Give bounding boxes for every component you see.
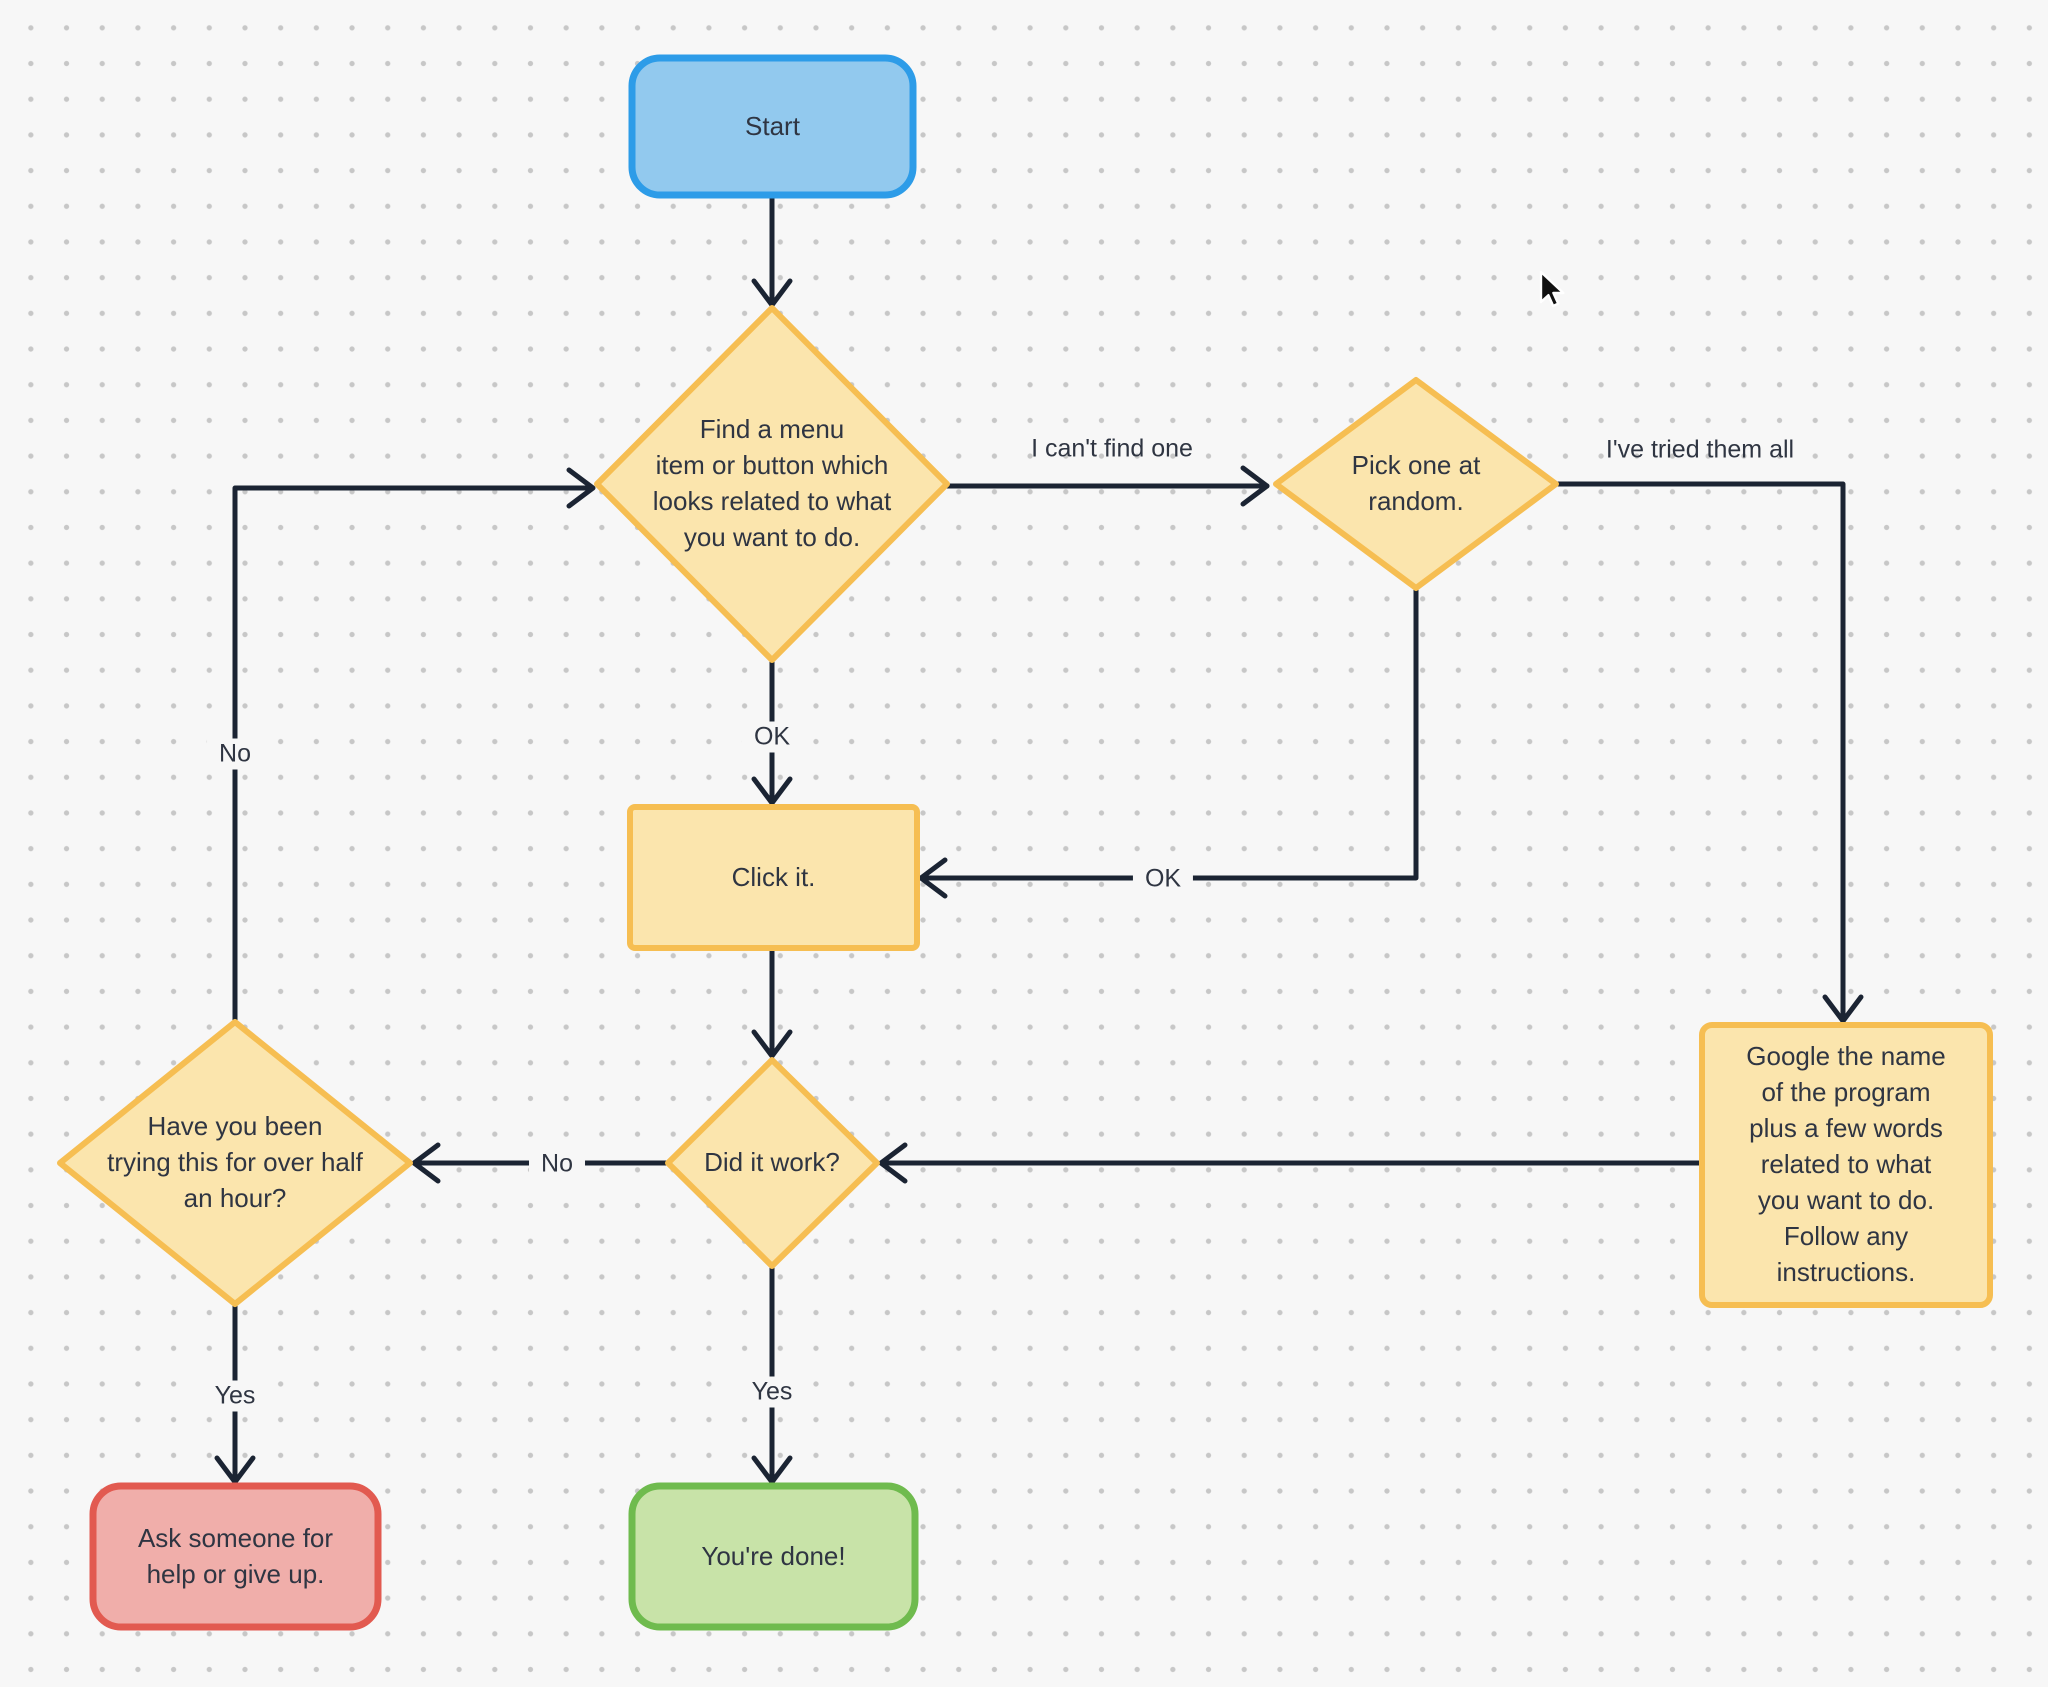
did-it-work-decision-shape[interactable] <box>665 1057 880 1269</box>
half-hour-label: Have you been trying this for over half … <box>107 1111 363 1213</box>
done-node-shape[interactable] <box>628 1482 919 1631</box>
did-it-work-label: Did it work? <box>704 1147 840 1178</box>
connector-start-to-find-menu[interactable] <box>751 194 793 308</box>
edge-label-yes-done[interactable]: Yes <box>739 1376 805 1408</box>
connector-google-to-did-it-work[interactable] <box>878 1142 1705 1184</box>
find-menu-label: Find a menu item or button which looks r… <box>652 414 892 552</box>
done-node[interactable]: You're done! <box>632 1486 915 1627</box>
find-menu-decision[interactable]: Find a menu item or button which looks r… <box>592 334 952 634</box>
connector-pick-random-to-google[interactable] <box>1553 481 1864 1024</box>
half-hour-decision[interactable]: Have you been trying this for over half … <box>65 1063 405 1263</box>
google-it-process[interactable]: Google the name of the program plus a fe… <box>1702 1025 1990 1305</box>
connector-click-it-to-did-it-work[interactable] <box>751 945 793 1059</box>
connector-did-it-work-to-done[interactable] <box>751 1263 793 1485</box>
find-menu-decision-shape[interactable] <box>594 305 950 663</box>
connector-find-menu-to-pick-random[interactable] <box>944 465 1270 507</box>
half-hour-decision-shape[interactable] <box>57 1019 413 1307</box>
edge-label-ok-to-click[interactable]: OK <box>741 721 803 753</box>
did-it-work-decision[interactable]: Did it work? <box>662 1103 882 1223</box>
edge-label-no-retry-loop[interactable]: No <box>207 738 263 770</box>
ask-help-node-shape[interactable] <box>89 1482 382 1631</box>
pick-random-decision[interactable]: Pick one at random. <box>1296 404 1536 564</box>
edge-label-tried-all[interactable]: I've tried them all <box>1605 435 1795 464</box>
start-node[interactable]: Start <box>632 58 913 195</box>
click-it-process-shape[interactable] <box>627 804 920 951</box>
connector-pick-random-to-click-it[interactable] <box>918 587 1419 899</box>
start-node-shape[interactable] <box>628 54 917 199</box>
done-label: You're done! <box>701 1540 846 1571</box>
pick-random-label: Pick one at random. <box>1351 450 1481 516</box>
connector-half-hour-to-find-menu[interactable] <box>232 467 596 1025</box>
edge-label-no-did-it-work[interactable]: No <box>529 1148 585 1180</box>
click-it-process[interactable]: Click it. <box>630 807 917 948</box>
google-it-process-shape[interactable] <box>1699 1022 1993 1308</box>
edge-label-ok-from-random[interactable]: OK <box>1132 863 1194 895</box>
ask-help-node[interactable]: Ask someone for help or give up. <box>93 1486 378 1627</box>
edge-label-cant-find[interactable]: I can't find one <box>1031 434 1193 463</box>
google-it-label: Google the name of the program plus a fe… <box>1746 1041 1946 1287</box>
pick-random-decision-shape[interactable] <box>1273 377 1559 591</box>
click-it-label: Click it. <box>731 861 816 892</box>
ask-help-label: Ask someone for help or give up. <box>137 1522 334 1589</box>
edge-label-yes-help[interactable]: Yes <box>202 1380 268 1412</box>
start-node-label: Start <box>745 110 800 141</box>
